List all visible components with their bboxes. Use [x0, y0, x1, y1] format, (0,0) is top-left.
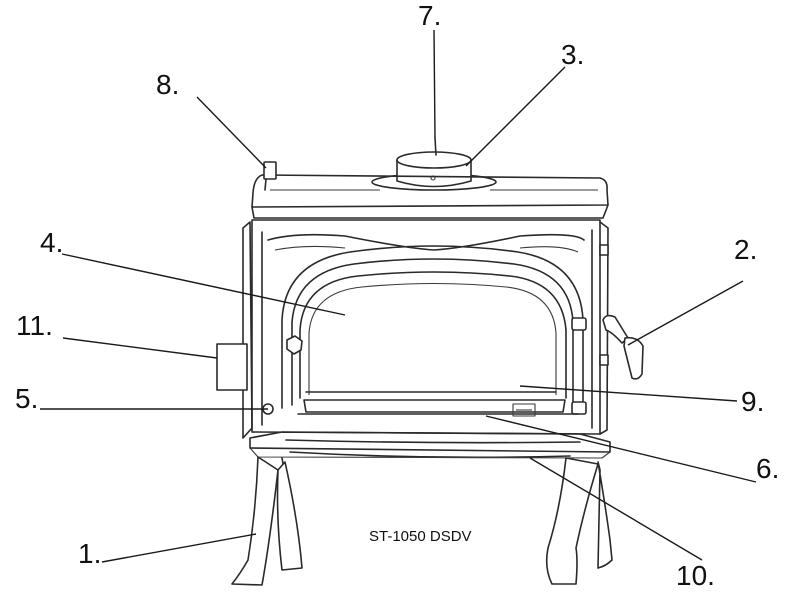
leader-11 [62, 337, 218, 359]
callout-1: 1. [78, 538, 102, 569]
callout-3: 3. [561, 39, 585, 70]
leader-1 [101, 533, 257, 563]
leader-6 [485, 415, 757, 483]
leader-4 [61, 253, 346, 316]
callout-9: 9. [741, 386, 765, 417]
callout-5: 5. [15, 383, 39, 414]
leader-7 [433, 29, 436, 139]
side-handle [602, 314, 644, 380]
damper-handle [263, 161, 277, 191]
model-label: ST-1050 DSDV [369, 528, 472, 545]
leader-3 [465, 66, 566, 167]
left-side-panel [242, 221, 253, 439]
callout-7: 7. [418, 0, 442, 31]
callout-8: 8. [156, 69, 180, 100]
leader-2 [627, 280, 744, 346]
stove-body [251, 219, 601, 435]
ash-lip [297, 399, 579, 417]
bottom-plate [249, 431, 611, 459]
top-plate [251, 174, 609, 219]
leader-lines [40, 29, 757, 563]
callout-11: 11. [16, 310, 53, 341]
door-hinges [571, 317, 587, 415]
callout-6: 6. [756, 453, 780, 484]
callout-4: 4. [40, 227, 64, 258]
door-latch [286, 335, 303, 355]
leader-9 [519, 385, 738, 402]
side-panel-11 [216, 343, 248, 391]
top-pin [434, 137, 437, 156]
leader-10 [529, 457, 703, 561]
callout-10: 10. [676, 560, 715, 591]
flue-collar [371, 151, 497, 191]
legs [231, 456, 613, 586]
callout-2: 2. [734, 234, 758, 265]
leader-8 [196, 96, 267, 169]
